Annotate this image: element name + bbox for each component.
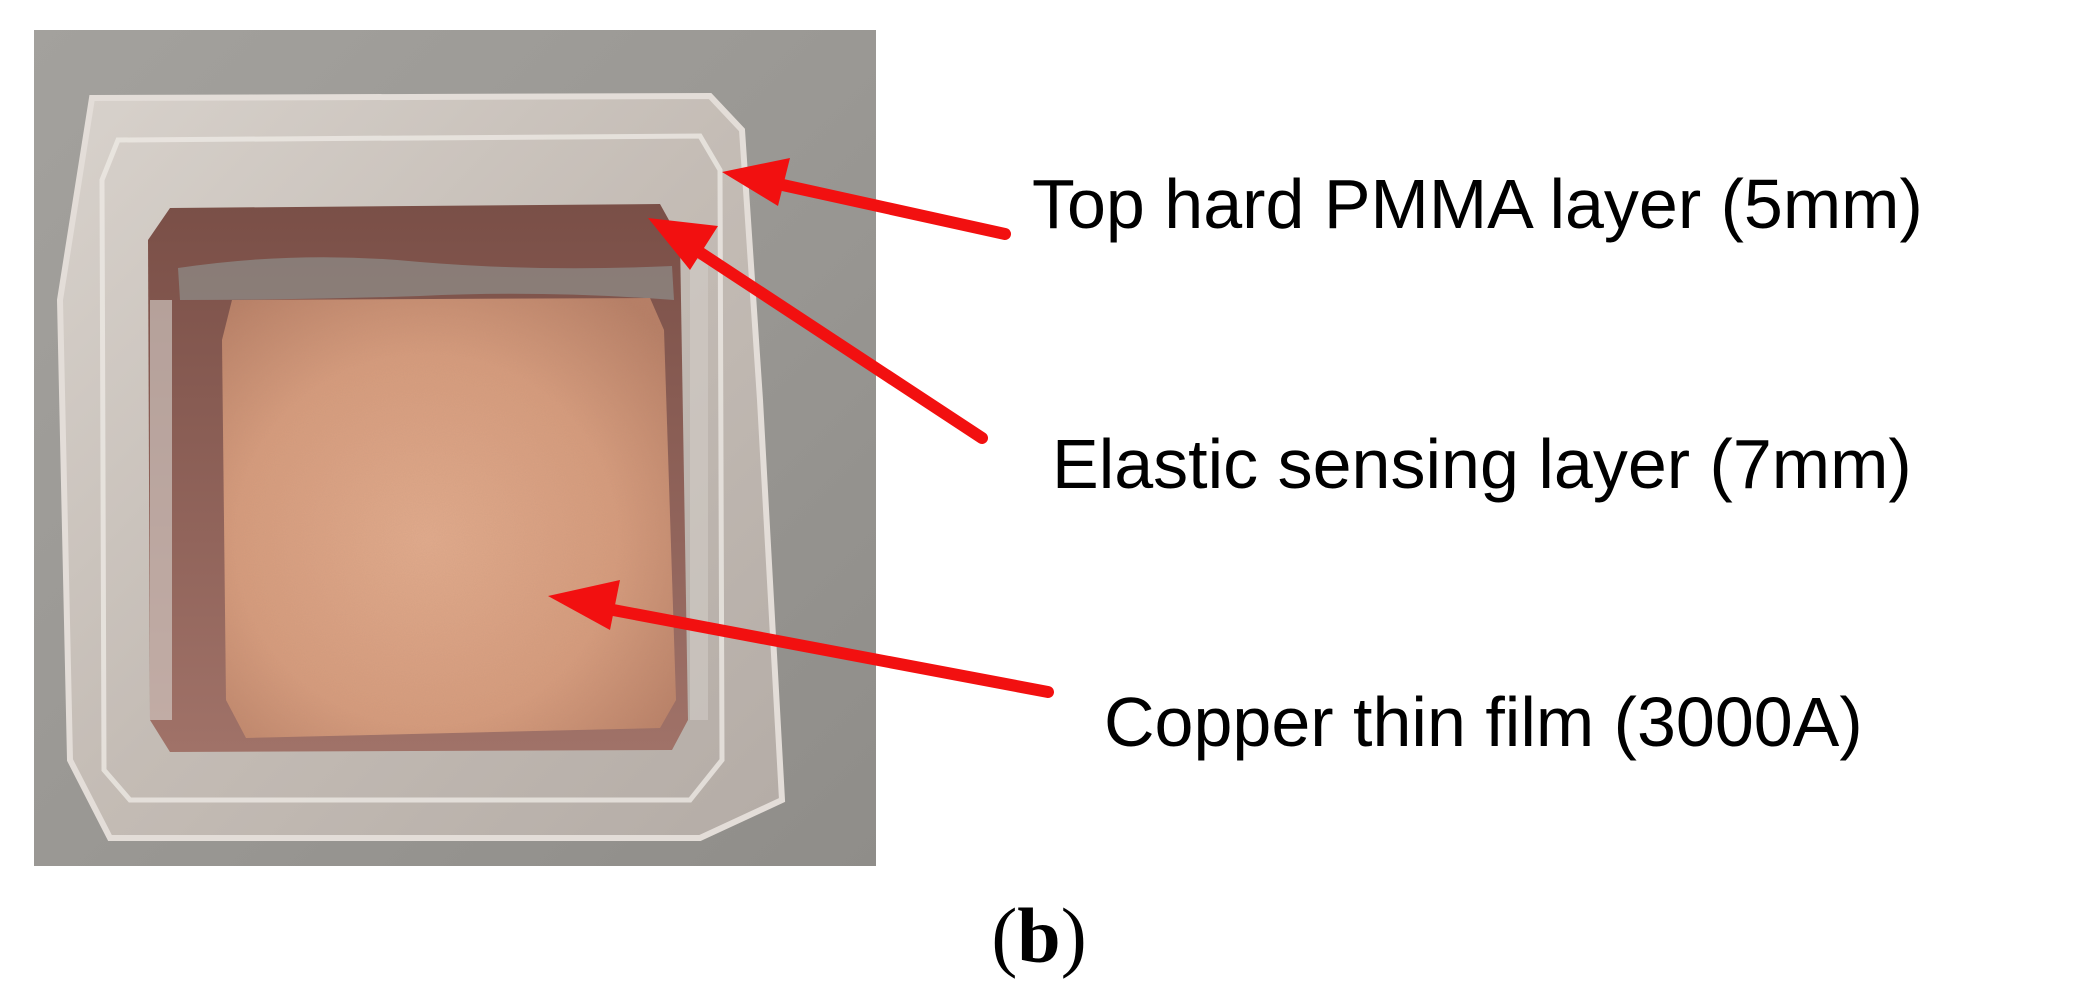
caption-open-paren: ( bbox=[991, 892, 1017, 979]
label-copper-film: Copper thin film (3000A) bbox=[1104, 683, 1863, 761]
arrow-pmma bbox=[722, 158, 1011, 240]
label-pmma-layer: Top hard PMMA layer (5mm) bbox=[1032, 165, 1923, 243]
arrow-copper bbox=[548, 580, 1054, 698]
copper-grain bbox=[222, 298, 676, 738]
figure-caption: (b) bbox=[991, 892, 1086, 979]
elastic-rim bbox=[178, 257, 674, 300]
annotation-labels: Top hard PMMA layer (5mm) Elastic sensin… bbox=[1032, 165, 1923, 761]
sensor-photo bbox=[34, 30, 876, 866]
caption-letter: b bbox=[1017, 892, 1060, 979]
caption-close-paren: ) bbox=[1061, 892, 1087, 979]
arrow-elastic bbox=[648, 218, 988, 444]
pmma-inner-frame bbox=[99, 133, 725, 803]
label-elastic-layer: Elastic sensing layer (7mm) bbox=[1052, 425, 1912, 503]
pmma-glare-right bbox=[690, 260, 708, 720]
pmma-glare-left bbox=[150, 300, 172, 720]
annotation-arrows bbox=[548, 158, 1054, 698]
